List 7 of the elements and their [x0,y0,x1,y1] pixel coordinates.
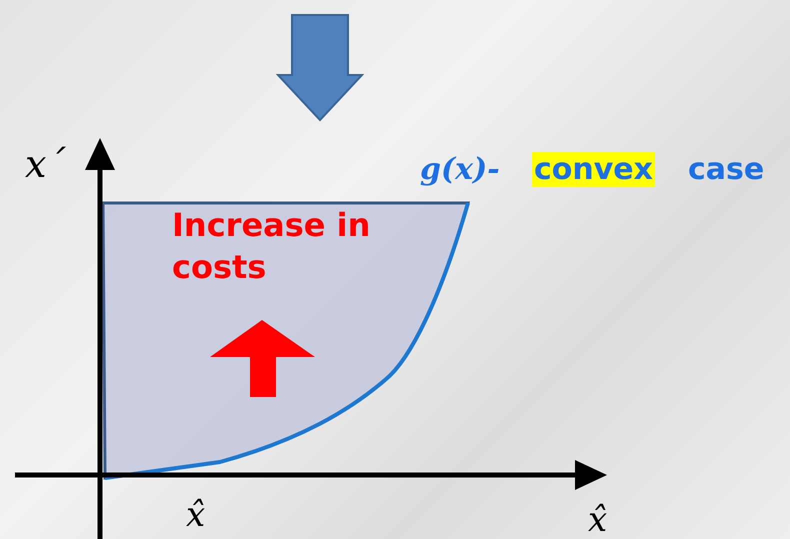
axis-label: x´ [25,142,66,186]
axis-label: x̂ [588,500,608,539]
highlighted-word: convex [532,152,656,187]
annotation-text: Increase in costs [172,205,372,288]
function-label: case [688,152,764,187]
axis-label: x̂ [186,495,206,535]
function-label: g(x)- [420,152,500,187]
